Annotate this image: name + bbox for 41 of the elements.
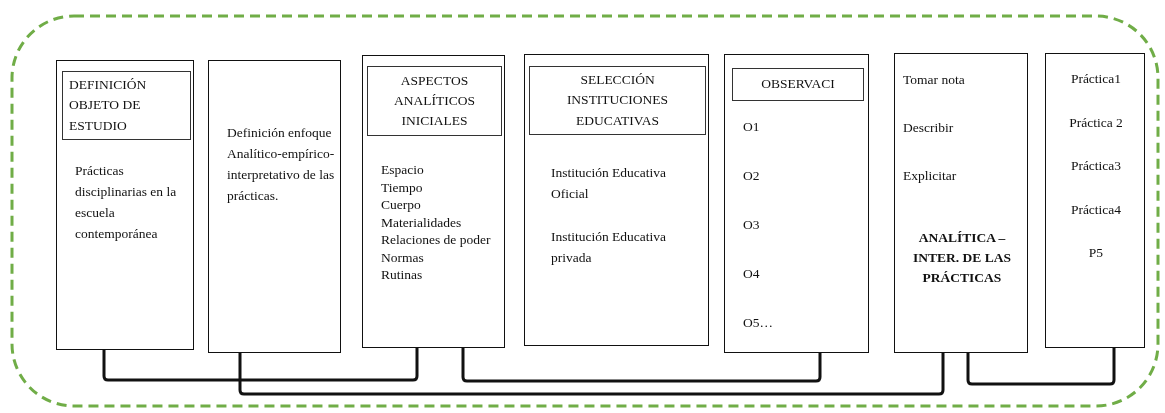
column-text: Práctica1 xyxy=(1069,70,1123,88)
column-text: Definición enfoque Analítico-empírico-interpretativo de las prácticas. xyxy=(227,124,336,205)
column-text: ANALÍTICA – INTER. DE LAS PRÁCTICAS xyxy=(912,228,1012,288)
column-text: Espacio xyxy=(381,161,425,179)
bracket-connector xyxy=(461,348,822,383)
column-text: Tomar nota xyxy=(903,71,966,89)
column-text: Práctica3 xyxy=(1069,157,1123,175)
column-text: Práctica 2 xyxy=(1068,113,1124,132)
column-text: Rutinas xyxy=(381,266,424,284)
dashed-group-frame xyxy=(10,14,1160,408)
column-text: Normas xyxy=(381,248,425,267)
column-box xyxy=(894,53,1028,353)
column-text: O5… xyxy=(743,313,774,332)
column-box xyxy=(1045,53,1145,348)
column-text: O1 xyxy=(743,118,761,136)
column-box xyxy=(56,60,194,350)
column-text: O2 xyxy=(743,166,761,185)
column-text: O3 xyxy=(743,215,761,234)
column-box xyxy=(724,54,869,353)
column-heading: OBSERVACI xyxy=(732,68,864,101)
column-text: Tiempo xyxy=(381,178,424,197)
column-text: Describir xyxy=(903,118,955,137)
column-heading: DEFINICIÓN OBJETO DE ESTUDIO xyxy=(62,71,191,140)
column-text: P5 xyxy=(1087,244,1105,262)
column-text: Explicitar xyxy=(903,166,958,185)
column-text: Práctica4 xyxy=(1069,200,1123,219)
column-box xyxy=(208,60,341,353)
column-text: Institución Educativa Oficial xyxy=(551,164,668,203)
column-text: Institución Educativa privada xyxy=(551,227,668,267)
column-box xyxy=(524,54,709,346)
column-box xyxy=(362,55,505,348)
bracket-connector xyxy=(966,348,1116,386)
bracket-connector xyxy=(238,353,945,396)
column-heading: SELECCIÓN INSTITUCIONES EDUCATIVAS xyxy=(529,66,706,135)
column-text: Cuerpo xyxy=(381,196,422,214)
column-heading: ASPECTOS ANALÍTICOS INICIALES xyxy=(367,66,502,136)
bracket-connector xyxy=(102,348,419,382)
column-text: Relaciones de poder xyxy=(381,231,492,249)
column-text: Materialidades xyxy=(381,213,463,232)
column-text: O4 xyxy=(743,264,761,283)
column-text: Prácticas disciplinarias en la escuela contemporánea xyxy=(75,162,178,243)
